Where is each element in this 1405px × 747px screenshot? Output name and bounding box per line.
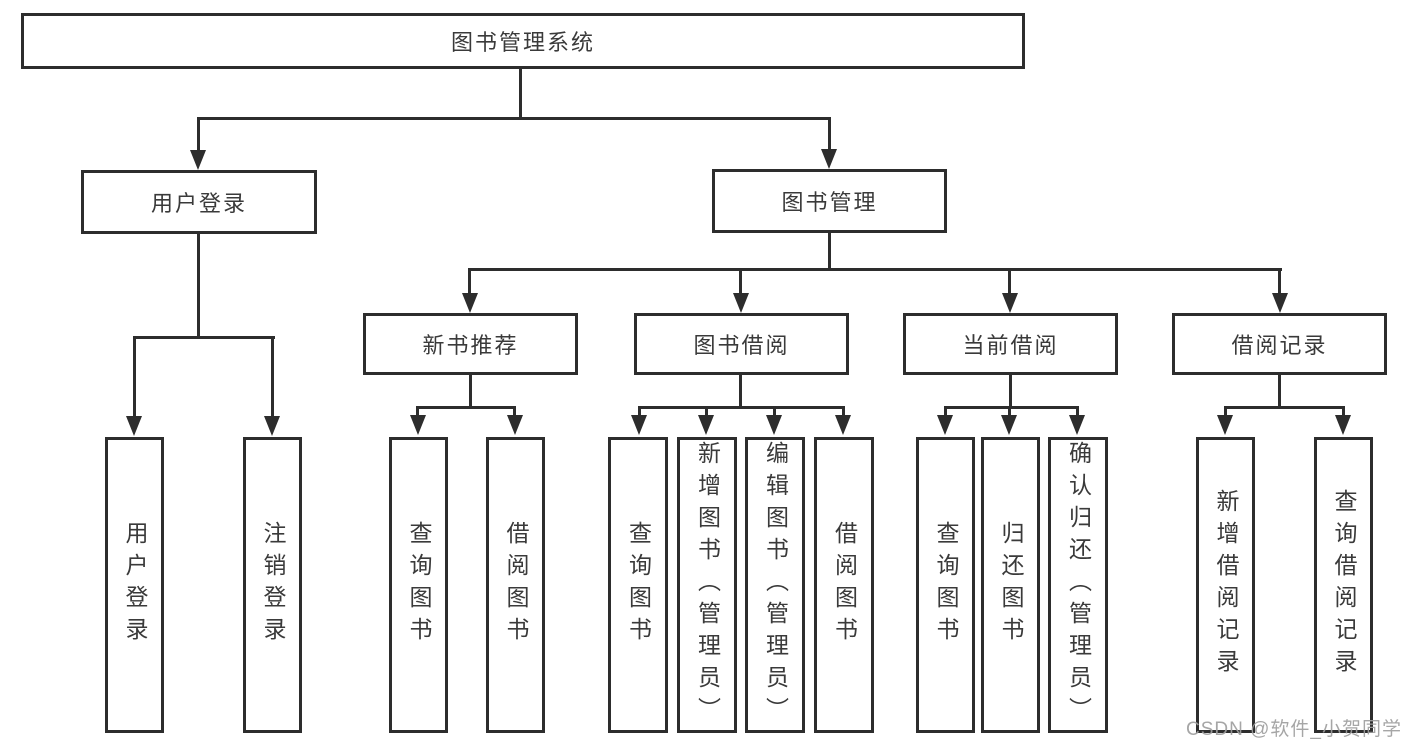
node-book-management-label: 图书管理	[781, 190, 878, 215]
connector-current-borrow-hline	[944, 406, 1079, 409]
arrowhead-add-borrow-record	[1217, 415, 1233, 435]
connector-new-book-stem-2	[513, 406, 516, 417]
connector-borrow-records-hline	[1224, 406, 1345, 409]
connector-stem-book-borrow	[739, 268, 742, 294]
arrowhead-leaf-user-login	[126, 416, 142, 436]
arrowhead-book-management	[821, 149, 837, 169]
connector-current-borrow-stem-2	[1008, 406, 1011, 417]
leaf-borrow-book-recommend: 借阅图书	[486, 437, 545, 733]
connector-book-borrow-stem-3	[773, 406, 776, 417]
connector-root-right-stem	[828, 117, 831, 153]
arrowhead-query-book-1	[410, 415, 426, 435]
connector-user-login-stub	[197, 234, 200, 336]
connector-user-login-hline	[133, 336, 275, 339]
connector-stem-new-book	[468, 268, 471, 294]
node-borrow-records: 借阅记录	[1172, 313, 1387, 375]
connector-root-left-stem	[197, 117, 200, 153]
leaf-add-borrow-record-label: 新增借阅记录	[1213, 489, 1239, 681]
arrowhead-leaf-logout	[264, 416, 280, 436]
connector-borrow-records-stub	[1278, 375, 1281, 406]
connector-user-login-right-stem	[271, 336, 274, 418]
connector-current-borrow-stub	[1009, 375, 1012, 406]
connector-user-login-left-stem	[133, 336, 136, 418]
arrowhead-borrow-book-1	[507, 415, 523, 435]
leaf-query-book-borrow: 查询图书	[608, 437, 668, 733]
connector-borrow-records-stem-1	[1224, 406, 1227, 417]
arrowhead-new-book-recommend	[462, 293, 478, 313]
arrowhead-confirm-return	[1069, 415, 1085, 435]
arrowhead-book-borrow	[733, 293, 749, 313]
connector-new-book-hline	[416, 406, 516, 409]
connector-current-borrow-stem-3	[1076, 406, 1079, 417]
leaf-user-login: 用户登录	[105, 437, 164, 733]
watermark: CSDN @软件_小贺同学	[1186, 719, 1402, 740]
connector-book-borrow-stem-1	[638, 406, 641, 417]
arrowhead-user-login	[190, 150, 206, 170]
node-book-borrow-label: 图书借阅	[693, 333, 790, 358]
connector-book-borrow-stem-4	[842, 406, 845, 417]
connector-book-borrow-hline	[638, 406, 845, 409]
arrowhead-query-book-2	[631, 415, 647, 435]
leaf-return-book-label: 归还图书	[998, 521, 1024, 649]
connector-borrow-records-stem-2	[1342, 406, 1345, 417]
leaf-edit-book-admin: 编辑图书（管理员）	[745, 437, 805, 733]
node-new-book-recommend-label: 新书推荐	[422, 333, 519, 358]
connector-root-stub	[519, 69, 522, 117]
leaf-confirm-return-admin: 确认归还（管理员）	[1048, 437, 1108, 733]
arrowhead-return-book	[1001, 415, 1017, 435]
connector-new-book-stub	[469, 375, 472, 406]
node-user-login-label: 用户登录	[150, 191, 247, 216]
connector-book-management-hline	[468, 268, 1282, 271]
connector-book-borrow-stub	[739, 375, 742, 406]
arrowhead-current-borrow	[1002, 293, 1018, 313]
leaf-logout-login-label: 注销登录	[260, 521, 286, 649]
arrowhead-borrow-records	[1272, 293, 1288, 313]
connector-root-hline	[197, 117, 831, 120]
arrowhead-borrow-book-2	[835, 415, 851, 435]
leaf-query-book-current-label: 查询图书	[933, 521, 959, 649]
connector-stem-current-borrow	[1008, 268, 1011, 294]
leaf-add-book-admin: 新增图书（管理员）	[677, 437, 737, 733]
node-current-borrow-label: 当前借阅	[962, 333, 1059, 358]
leaf-query-book-current: 查询图书	[916, 437, 975, 733]
leaf-add-book-admin-label: 新增图书（管理员）	[694, 441, 721, 729]
arrowhead-add-book	[698, 415, 714, 435]
leaf-logout-login: 注销登录	[243, 437, 302, 733]
connector-book-borrow-stem-2	[705, 406, 708, 417]
leaf-query-book-recommend-label: 查询图书	[406, 521, 432, 649]
leaf-query-borrow-record: 查询借阅记录	[1314, 437, 1373, 733]
leaf-query-book-borrow-label: 查询图书	[625, 521, 652, 649]
node-book-management: 图书管理	[712, 169, 947, 233]
leaf-query-borrow-record-label: 查询借阅记录	[1331, 489, 1357, 681]
arrowhead-edit-book	[766, 415, 782, 435]
leaf-borrow-book-recommend-label: 借阅图书	[503, 521, 529, 649]
leaf-edit-book-admin-label: 编辑图书（管理员）	[762, 441, 789, 729]
arrowhead-query-borrow-record	[1335, 415, 1351, 435]
leaf-borrow-book-label: 借阅图书	[831, 521, 858, 649]
leaf-confirm-return-admin-label: 确认归还（管理员）	[1065, 441, 1092, 729]
node-user-login: 用户登录	[81, 170, 317, 234]
node-book-borrow: 图书借阅	[634, 313, 849, 375]
leaf-add-borrow-record: 新增借阅记录	[1196, 437, 1255, 733]
node-new-book-recommend: 新书推荐	[363, 313, 578, 375]
node-library-management-system: 图书管理系统	[21, 13, 1025, 69]
connector-stem-borrow-records	[1278, 268, 1281, 294]
connector-current-borrow-stem-1	[944, 406, 947, 417]
arrowhead-query-book-3	[937, 415, 953, 435]
leaf-user-login-label: 用户登录	[122, 521, 148, 649]
leaf-return-book: 归还图书	[981, 437, 1040, 733]
leaf-borrow-book: 借阅图书	[814, 437, 874, 733]
connector-new-book-stem-1	[416, 406, 419, 417]
node-current-borrow: 当前借阅	[903, 313, 1118, 375]
leaf-query-book-recommend: 查询图书	[389, 437, 448, 733]
node-borrow-records-label: 借阅记录	[1231, 333, 1328, 358]
node-library-management-system-label: 图书管理系统	[450, 30, 595, 55]
connector-book-management-stub	[828, 233, 831, 268]
